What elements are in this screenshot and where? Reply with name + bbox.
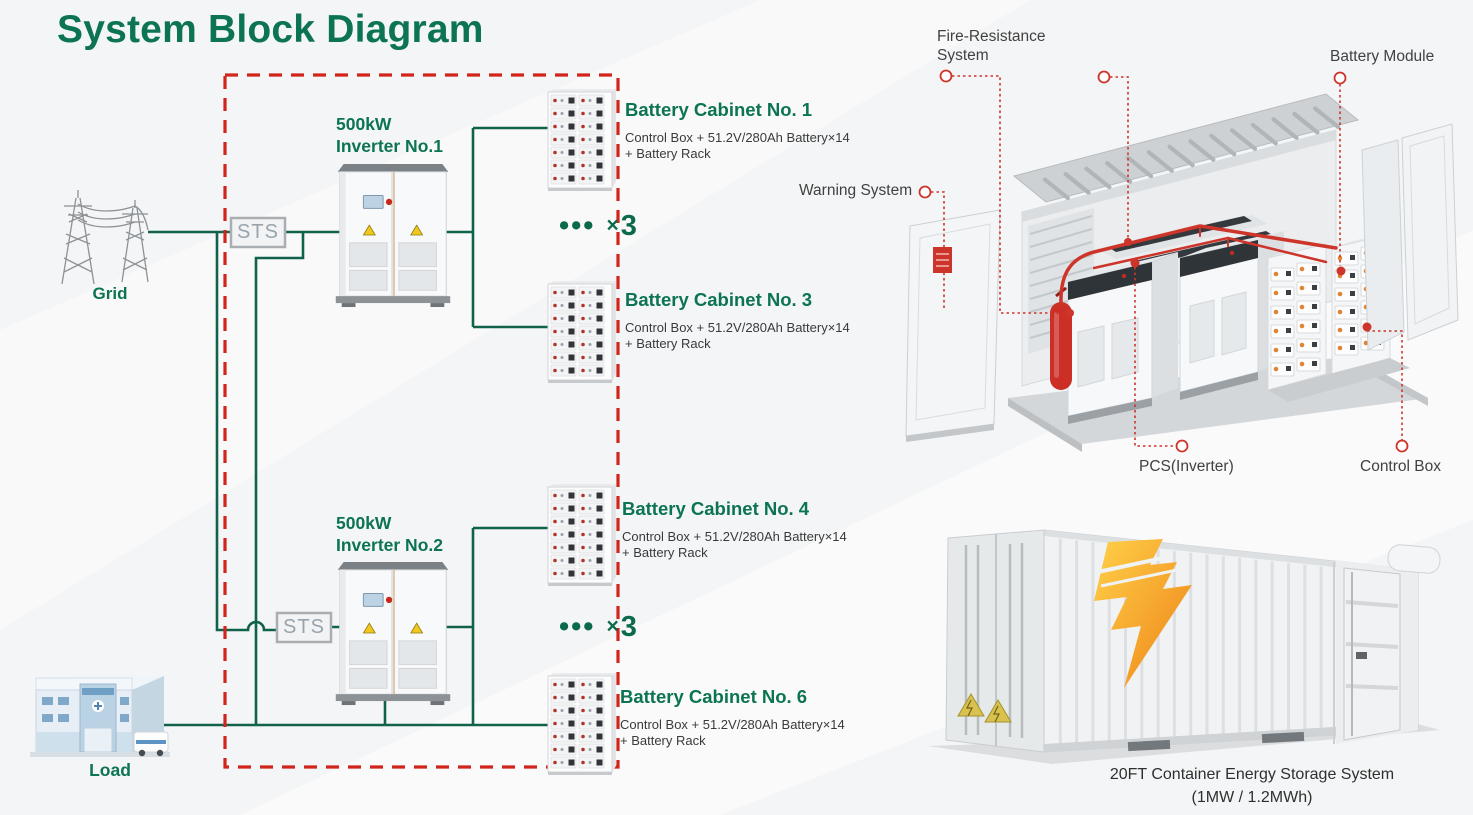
battery-cabinet-3-block: Battery Cabinet No. 3 Control Box + 51.2… bbox=[625, 289, 850, 351]
label-circle bbox=[939, 69, 953, 83]
leader-line bbox=[931, 191, 945, 310]
multiplier-x3: ••• × 3 bbox=[559, 206, 637, 246]
fire-extinguisher bbox=[1050, 286, 1072, 390]
multiplier-sign: × bbox=[606, 615, 619, 638]
battery-rack-1-icon bbox=[547, 88, 616, 192]
battery-rack-6-icon bbox=[547, 672, 616, 776]
callout-anchor-dots bbox=[1066, 238, 1372, 332]
fire-resistance-label-line1: Fire-Resistance bbox=[937, 28, 1046, 45]
battery-cabinet-6-block: Battery Cabinet No. 6 Control Box + 51.2… bbox=[620, 686, 845, 748]
inverter1-label: 500kW Inverter No.1 bbox=[336, 113, 443, 157]
inverter1-cabinet-icon bbox=[335, 163, 451, 308]
multiplier-sign: × bbox=[606, 214, 619, 237]
desc-line: + Battery Rack bbox=[620, 732, 706, 748]
container-door bbox=[1401, 123, 1459, 341]
desc-line: + Battery Rack bbox=[625, 145, 711, 161]
inverter2-cabinet-icon bbox=[335, 561, 451, 706]
battery-cabinet-4-title: Battery Cabinet No. 4 bbox=[622, 498, 810, 519]
inverter2-label-line1: 500kW bbox=[336, 513, 392, 533]
multiplier-count: 3 bbox=[620, 209, 637, 242]
battery-cabinet-1-desc: Control Box + 51.2V/280Ah Battery×14 + B… bbox=[625, 130, 850, 161]
callout-circles bbox=[918, 69, 1409, 453]
grid-towers-icon bbox=[61, 190, 149, 285]
battery-cabinet-4-block: Battery Cabinet No. 4 Control Box + 51.2… bbox=[622, 498, 847, 560]
label-circle bbox=[1395, 439, 1409, 453]
battery-cabinet-3-title: Battery Cabinet No. 3 bbox=[625, 289, 813, 310]
roof-panel bbox=[1012, 93, 1360, 203]
leader-line bbox=[952, 75, 1062, 314]
ambulance-icon bbox=[133, 731, 169, 757]
desc-line: Control Box + 51.2V/280Ah Battery×14 bbox=[625, 130, 850, 145]
side-door bbox=[1343, 567, 1401, 741]
pcs-inverter-label: PCS(Inverter) bbox=[1139, 458, 1234, 475]
inverter2-label: 500kW Inverter No.2 bbox=[336, 512, 443, 556]
container-20ft-illustration bbox=[928, 529, 1441, 764]
vent-hood bbox=[1387, 544, 1441, 574]
sts2-box bbox=[275, 611, 333, 644]
callout-leaders bbox=[931, 75, 1403, 447]
lightning-bolt-logo bbox=[1094, 539, 1192, 688]
container-caption-line2: (1MW / 1.2MWh) bbox=[1191, 789, 1313, 806]
exploded-container-illustration bbox=[905, 93, 1459, 452]
desc-line: + Battery Rack bbox=[625, 335, 711, 351]
warning-triangle-icon bbox=[957, 693, 1012, 723]
ellipsis-dots-icon: ••• bbox=[559, 611, 596, 643]
leader-line bbox=[1367, 330, 1403, 440]
warning-system-label: Warning System bbox=[799, 182, 913, 199]
label-circle bbox=[1333, 71, 1347, 85]
load-label: Load bbox=[89, 760, 131, 780]
label-circle bbox=[1097, 70, 1111, 84]
battery-cabinet-6-desc: Control Box + 51.2V/280Ah Battery×14 + B… bbox=[620, 717, 845, 748]
label-circle bbox=[1175, 439, 1189, 453]
hospital-icon bbox=[30, 676, 170, 757]
warning-door-panel bbox=[905, 209, 1001, 442]
battery-rack-4-icon bbox=[547, 483, 616, 587]
battery-cabinet-4-desc: Control Box + 51.2V/280Ah Battery×14 + B… bbox=[622, 529, 847, 560]
battery-rack-3-icon bbox=[547, 280, 616, 384]
battery-cabinet-3-desc: Control Box + 51.2V/280Ah Battery×14 + B… bbox=[625, 320, 850, 351]
ellipsis-dots-icon: ••• bbox=[559, 210, 596, 242]
inverter2-label-line2: Inverter No.2 bbox=[336, 535, 443, 555]
inverter1-label-line2: Inverter No.1 bbox=[336, 136, 443, 156]
dashed-boundary bbox=[223, 73, 620, 769]
pcs-cabinet bbox=[1067, 252, 1178, 424]
diagram-connection-lines bbox=[148, 126, 552, 727]
multiplier-x3: ••• × 3 bbox=[559, 607, 637, 647]
fire-resistance-label: Fire-Resistance System bbox=[937, 27, 1046, 65]
desc-line: Control Box + 51.2V/280Ah Battery×14 bbox=[625, 320, 850, 335]
grid-label: Grid bbox=[92, 284, 128, 303]
door-handle bbox=[1356, 652, 1367, 659]
battery-cabinet-1-block: Battery Cabinet No. 1 Control Box + 51.2… bbox=[625, 99, 850, 161]
control-box-label: Control Box bbox=[1360, 458, 1441, 475]
fire-resistance-label-line2: System bbox=[937, 47, 989, 64]
leader-line bbox=[1110, 76, 1129, 238]
container-caption-line1: 20FT Container Energy Storage System bbox=[1109, 766, 1395, 783]
container-caption: 20FT Container Energy Storage System (1M… bbox=[1032, 763, 1472, 809]
sts2-label: STS bbox=[283, 616, 325, 638]
battery-module-label: Battery Module bbox=[1330, 48, 1435, 65]
battery-module-rack bbox=[1267, 237, 1346, 391]
container-door bbox=[1361, 139, 1405, 351]
page-title: System Block Diagram bbox=[57, 8, 484, 51]
desc-line: Control Box + 51.2V/280Ah Battery×14 bbox=[620, 717, 845, 732]
busbar-rail bbox=[1108, 216, 1252, 252]
pcs-cabinet bbox=[1179, 231, 1284, 400]
sts1-label: STS bbox=[237, 221, 279, 243]
battery-cabinet-6-title: Battery Cabinet No. 6 bbox=[620, 686, 808, 707]
sts1-box bbox=[229, 216, 287, 249]
fire-suppression-pipe bbox=[1059, 224, 1338, 306]
label-circle bbox=[918, 185, 932, 199]
desc-line: Control Box + 51.2V/280Ah Battery×14 bbox=[622, 529, 847, 544]
inverter1-label-line1: 500kW bbox=[336, 114, 392, 134]
desc-line: + Battery Rack bbox=[622, 544, 708, 560]
battery-cabinet-1-title: Battery Cabinet No. 1 bbox=[625, 99, 813, 120]
multiplier-count: 3 bbox=[620, 610, 637, 643]
